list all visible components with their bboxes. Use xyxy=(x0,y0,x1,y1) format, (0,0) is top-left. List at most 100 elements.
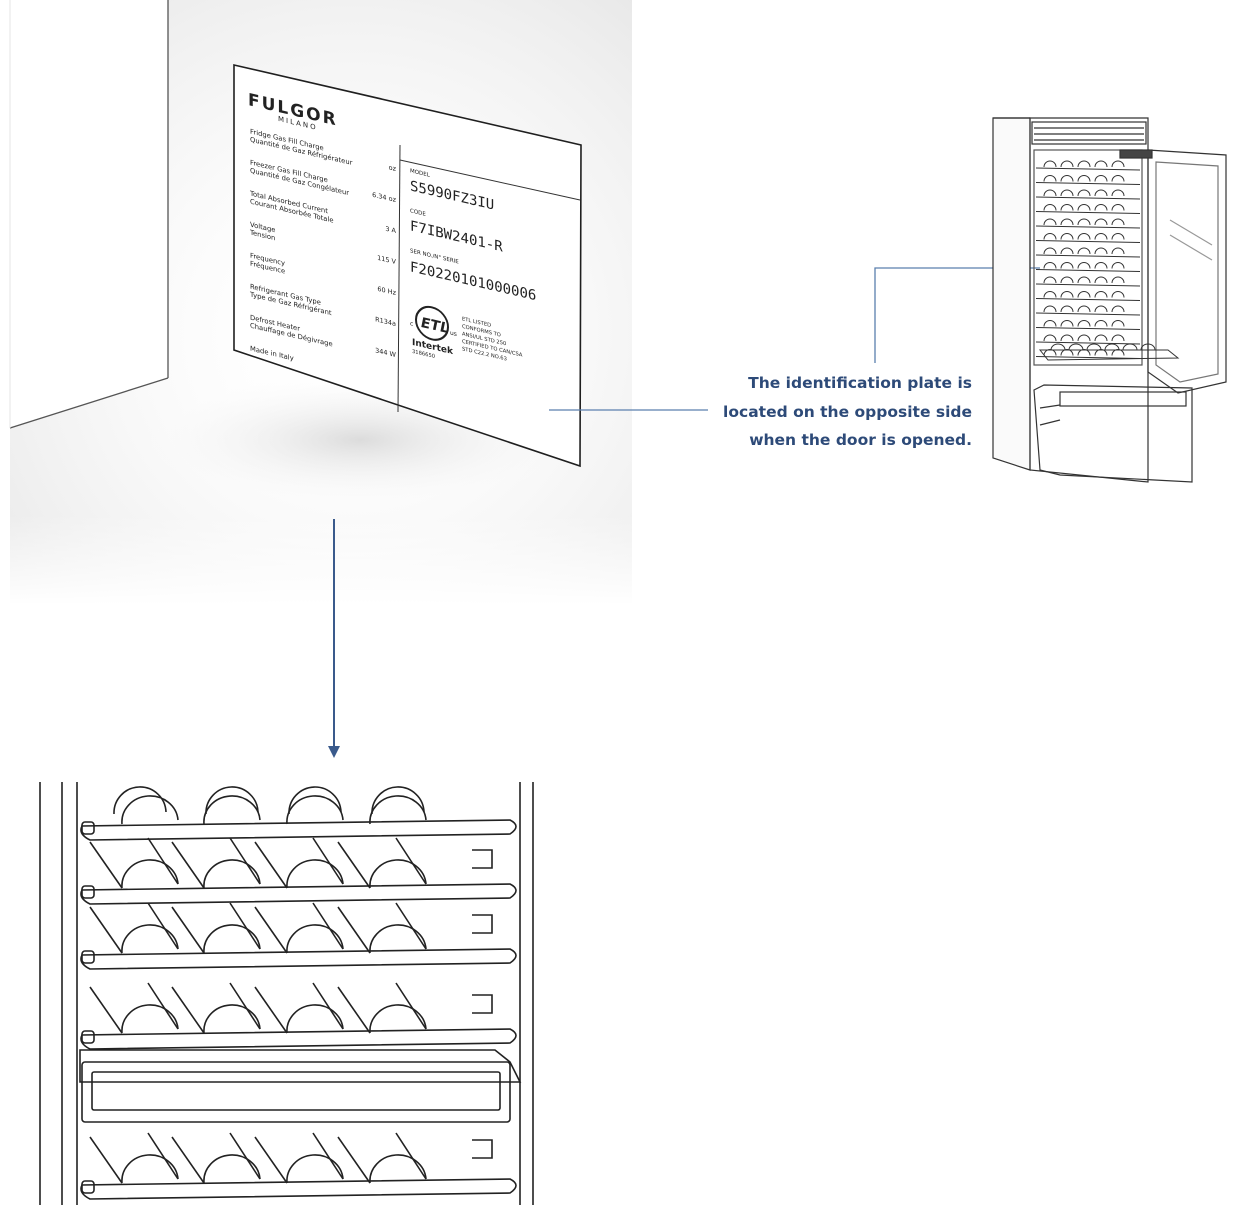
bottle-icon xyxy=(1068,343,1084,351)
bottle-icon xyxy=(1094,262,1108,269)
bottle-icon xyxy=(1060,233,1074,240)
bottle-icon xyxy=(1111,189,1125,197)
bottle-icon xyxy=(369,859,427,889)
svg-text:us: us xyxy=(450,330,457,339)
bottom-drawer xyxy=(1033,384,1193,483)
bottle-neck xyxy=(89,906,123,954)
bottle-icon xyxy=(1111,204,1125,211)
bottle-icon xyxy=(121,1154,179,1184)
cabinet-front xyxy=(1029,117,1149,483)
shelf-handle xyxy=(472,994,493,1014)
bottle-icon xyxy=(1060,218,1074,226)
bottle-icon xyxy=(1060,334,1074,342)
pulled-shelf xyxy=(1038,349,1180,361)
bottle-icon xyxy=(1111,247,1125,255)
cabinet-door xyxy=(1147,149,1227,394)
bottle-icon xyxy=(121,924,179,954)
bottle-icon xyxy=(1077,262,1091,269)
bottle-icon xyxy=(1060,189,1074,197)
rack-shelf xyxy=(80,883,517,905)
bottle-icon xyxy=(1094,204,1108,211)
bottle-icon xyxy=(1111,305,1125,313)
plate-divider xyxy=(397,144,401,413)
bottle-icon xyxy=(1104,343,1120,351)
bottle-neck xyxy=(89,986,123,1034)
cabinet-shelf xyxy=(1035,269,1141,272)
bottle-neck xyxy=(254,986,288,1034)
bottle-icon xyxy=(1111,218,1125,226)
svg-text:c: c xyxy=(410,320,413,328)
rack-shelf xyxy=(80,1178,517,1200)
bottle-icon xyxy=(1111,334,1125,342)
bottle-icon xyxy=(1077,276,1091,284)
rack-shelf xyxy=(80,819,517,841)
code-label: CODE xyxy=(410,208,426,218)
bottle-icon xyxy=(203,1004,261,1034)
bottle-icon xyxy=(1077,334,1091,342)
shelf-handle xyxy=(472,849,493,869)
bottle-icon xyxy=(1111,160,1125,168)
bottle-icon xyxy=(121,1004,179,1034)
shelf-clip-icon xyxy=(81,821,95,835)
bottle-icon xyxy=(286,859,344,889)
cabinet-shelf xyxy=(1035,254,1141,258)
bottle-icon xyxy=(1060,175,1074,182)
svg-text:ETL: ETL xyxy=(421,315,449,337)
bottle-icon xyxy=(286,1154,344,1184)
bottle-icon xyxy=(1077,291,1091,298)
cabinet-shelf xyxy=(1035,341,1141,345)
bottle-icon xyxy=(1094,305,1108,313)
bottle-icon xyxy=(286,1004,344,1034)
intertek-line: 3186650 xyxy=(412,349,435,360)
bottle-icon xyxy=(286,924,344,954)
bottle-neck xyxy=(254,841,288,889)
bottle-icon xyxy=(1043,276,1057,284)
rack-shelf xyxy=(80,948,517,970)
bottle-icon xyxy=(1094,320,1108,327)
bottle-icon xyxy=(121,795,179,825)
control-panel xyxy=(1119,149,1153,159)
bottle-icon xyxy=(1043,175,1057,182)
bottle-icon xyxy=(1077,175,1091,182)
cabinet-shelf xyxy=(1035,182,1141,185)
bottle-icon xyxy=(369,924,427,954)
cabinet-shelf xyxy=(1035,167,1141,171)
bottle-neck xyxy=(337,986,371,1034)
caption-line-1: The identification plate is xyxy=(748,374,972,392)
bottle-icon xyxy=(1060,262,1074,269)
fridge-leader-line xyxy=(874,267,1040,363)
rack-shelf xyxy=(80,1028,517,1050)
bottle-icon xyxy=(203,1154,261,1184)
drawer-top xyxy=(79,1049,522,1083)
bottle-icon xyxy=(1043,247,1057,255)
bottle-neck xyxy=(89,1136,123,1184)
bottle-neck xyxy=(171,986,205,1034)
bottle-icon xyxy=(369,795,427,825)
bottle-icon xyxy=(1077,320,1091,327)
shelf-clip-icon xyxy=(81,1030,95,1044)
shelf-handle xyxy=(472,914,493,934)
drawer-front xyxy=(81,1061,511,1123)
shelf-clip-icon xyxy=(81,950,95,964)
bottle-icon xyxy=(203,859,261,889)
bottle-icon xyxy=(1060,160,1074,168)
bottle-icon xyxy=(1094,233,1108,240)
cabinet-shelf xyxy=(1035,298,1141,301)
etl-logo-icon: ETL c us xyxy=(410,305,457,341)
bottle-icon xyxy=(1122,343,1138,351)
bottle-icon xyxy=(1050,343,1066,351)
bottle-neck xyxy=(254,906,288,954)
bottle-neck xyxy=(171,1136,205,1184)
bottle-icon xyxy=(1094,175,1108,182)
bottle-icon xyxy=(1111,262,1125,269)
cabinet-shelf xyxy=(1035,211,1141,214)
shelf-handle xyxy=(472,1139,493,1159)
plate-row-value: oz xyxy=(389,163,397,173)
bottle-icon xyxy=(1043,189,1057,197)
bottle-icon xyxy=(1094,218,1108,226)
bottle-icon xyxy=(1060,291,1074,298)
